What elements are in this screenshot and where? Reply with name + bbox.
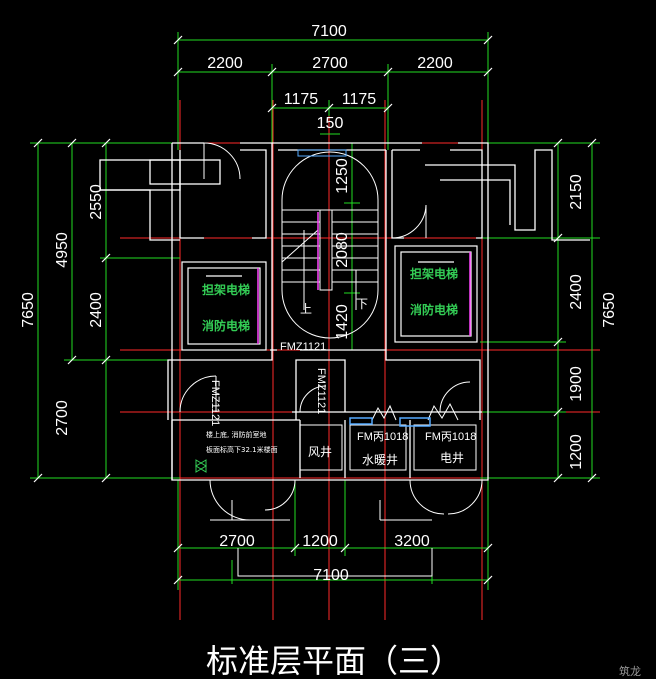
air-shaft-label: 风井 bbox=[308, 445, 332, 459]
note-line2: 板面标高下32.1米楼面 bbox=[206, 445, 278, 454]
dim-right-b: 2400 bbox=[568, 274, 585, 310]
watermark-text: 筑龙 bbox=[619, 664, 641, 678]
elevator-labels: 担架电梯 消防电梯 担架电梯 消防电梯 bbox=[202, 266, 458, 333]
dim-right-c: 1900 bbox=[568, 366, 585, 402]
dim-bottom-right: 3200 bbox=[394, 533, 430, 550]
door-swings bbox=[179, 142, 483, 577]
right-elevator-line1: 担架电梯 bbox=[410, 266, 458, 281]
shaft2-door-label: FM丙1018 bbox=[425, 431, 476, 443]
electric-shaft-label: 电井 bbox=[440, 451, 464, 465]
water-shaft-label: 水暖井 bbox=[362, 453, 398, 467]
door-labels: FMZ1121 FMZ1121 FMZ1121 FM丙1018 FM丙1018 bbox=[209, 341, 476, 443]
dim-mid-b: 2080 bbox=[334, 232, 351, 268]
dim-top-sub-left: 1175 bbox=[284, 91, 319, 108]
dim-bottom-mid: 1200 bbox=[302, 533, 338, 550]
accent-marks bbox=[257, 212, 471, 427]
dim-top-mid: 2700 bbox=[312, 55, 348, 72]
stair-door-label: FMZ1121 bbox=[280, 341, 326, 353]
dim-mid-c: 1420 bbox=[334, 304, 351, 340]
dimension-texts: 7100 2200 2700 2200 1175 1175 150 7650 4… bbox=[20, 23, 618, 584]
dimension-lines bbox=[30, 32, 600, 590]
stair-down-label: 下 bbox=[356, 297, 368, 311]
symbol-icon bbox=[195, 459, 207, 473]
right-elevator-line2: 消防电梯 bbox=[410, 302, 458, 317]
dim-left-outer: 7650 bbox=[20, 292, 37, 328]
elevators bbox=[181, 245, 478, 351]
shaft1-door-label: FM丙1018 bbox=[357, 431, 408, 443]
dimension-ticks bbox=[33, 35, 597, 585]
dim-top-right: 2200 bbox=[417, 55, 453, 72]
dim-mid-a: 1250 bbox=[334, 158, 351, 194]
left-door-label: FMZ1121 bbox=[209, 380, 221, 426]
stair bbox=[281, 149, 379, 339]
dim-right-d: 1200 bbox=[568, 434, 585, 470]
note: 楼上底, 消防前室地 板面标高下32.1米楼面 bbox=[195, 430, 278, 473]
dim-right-outer: 7650 bbox=[601, 292, 618, 328]
room-labels: 风井 水暖井 电井 bbox=[308, 445, 464, 467]
dim-top-left: 2200 bbox=[207, 55, 243, 72]
dim-right-a: 2150 bbox=[568, 174, 585, 210]
dim-bottom-left: 2700 bbox=[219, 533, 255, 550]
dim-top-total: 7100 bbox=[311, 23, 347, 40]
dim-left-b: 2400 bbox=[88, 292, 105, 328]
shaft-marks bbox=[299, 402, 477, 471]
dim-bottom-total: 7100 bbox=[313, 567, 349, 584]
stair-labels: 上 下 bbox=[300, 297, 368, 316]
dim-left-c: 2700 bbox=[54, 400, 71, 436]
left-elevator-line2: 消防电梯 bbox=[202, 318, 250, 333]
drawing-title: 标准层平面（三） bbox=[206, 642, 462, 679]
mid-door-label: FMZ1121 bbox=[315, 368, 327, 414]
dim-left-mid: 4950 bbox=[54, 232, 71, 268]
note-line1: 楼上底, 消防前室地 bbox=[206, 430, 266, 439]
dim-top-sub-right: 1175 bbox=[342, 91, 377, 108]
dim-top-small: 150 bbox=[317, 115, 344, 132]
left-elevator-line1: 担架电梯 bbox=[202, 282, 250, 297]
stair-up-label: 上 bbox=[300, 302, 312, 316]
dim-left-a: 2550 bbox=[88, 184, 105, 220]
